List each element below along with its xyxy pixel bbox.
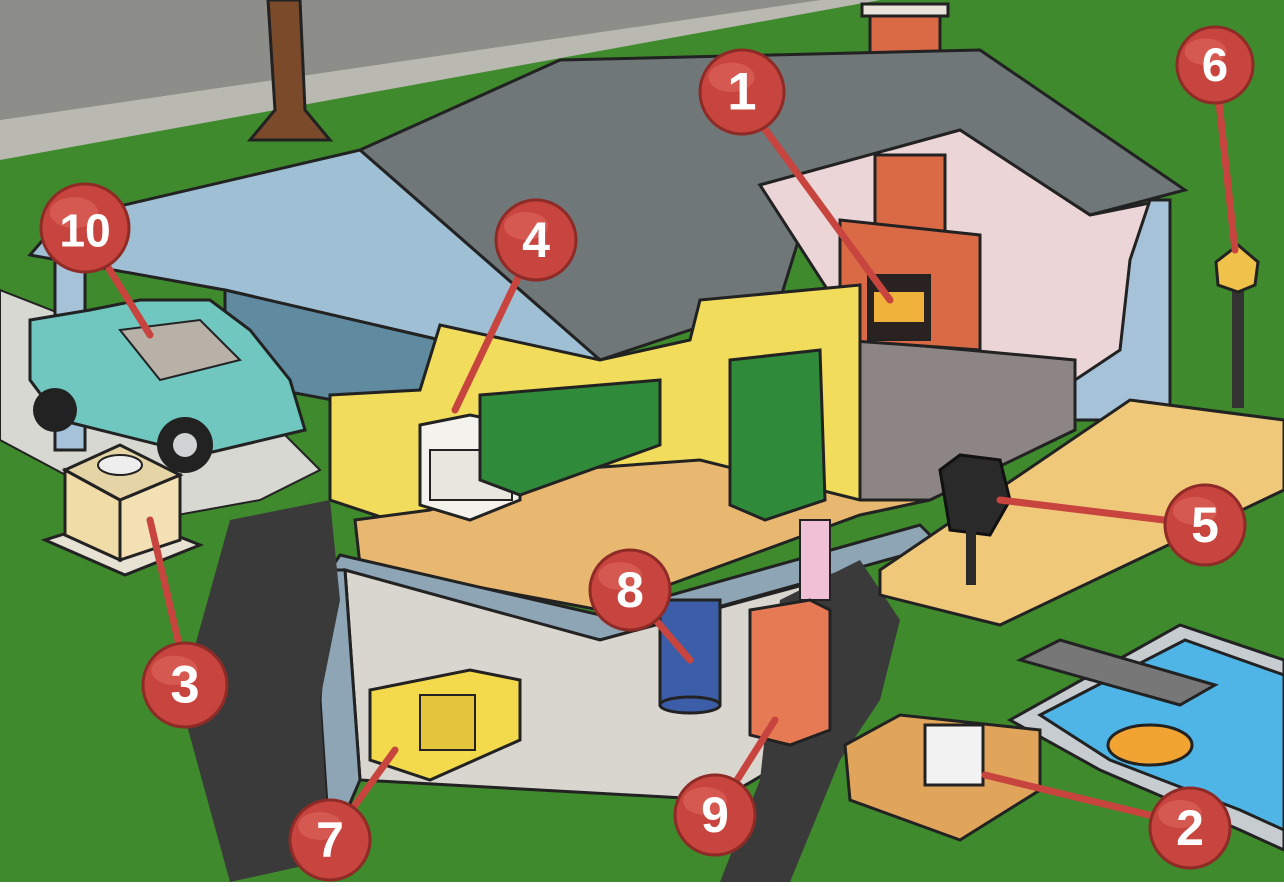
chimney-cap: [862, 4, 948, 16]
marker-label: 9: [701, 787, 729, 843]
fireplace-fire: [874, 292, 924, 322]
marker-label: 2: [1176, 800, 1204, 856]
marker-label: 5: [1191, 497, 1219, 553]
marker-7: 7: [290, 800, 370, 880]
marker-label: 8: [616, 562, 644, 618]
marker-label: 1: [727, 63, 756, 122]
marker-10: 10: [41, 184, 129, 272]
fireplace-chimney: [875, 155, 945, 235]
pool-float: [1108, 725, 1192, 765]
marker-9: 9: [675, 775, 755, 855]
marker-label: 10: [59, 204, 110, 256]
marker-8: 8: [590, 550, 670, 630]
marker-6: 6: [1177, 27, 1253, 103]
marker-4: 4: [496, 200, 576, 280]
marker-label: 6: [1202, 39, 1228, 92]
marker-label: 4: [522, 212, 550, 268]
refrigerator: [730, 350, 825, 520]
marker-3: 3: [143, 643, 227, 727]
marker-label: 7: [316, 812, 344, 868]
marker-5: 5: [1165, 485, 1245, 565]
marker-2: 2: [1150, 788, 1230, 868]
marker-1: 1: [700, 50, 784, 134]
marker-label: 3: [170, 656, 199, 715]
